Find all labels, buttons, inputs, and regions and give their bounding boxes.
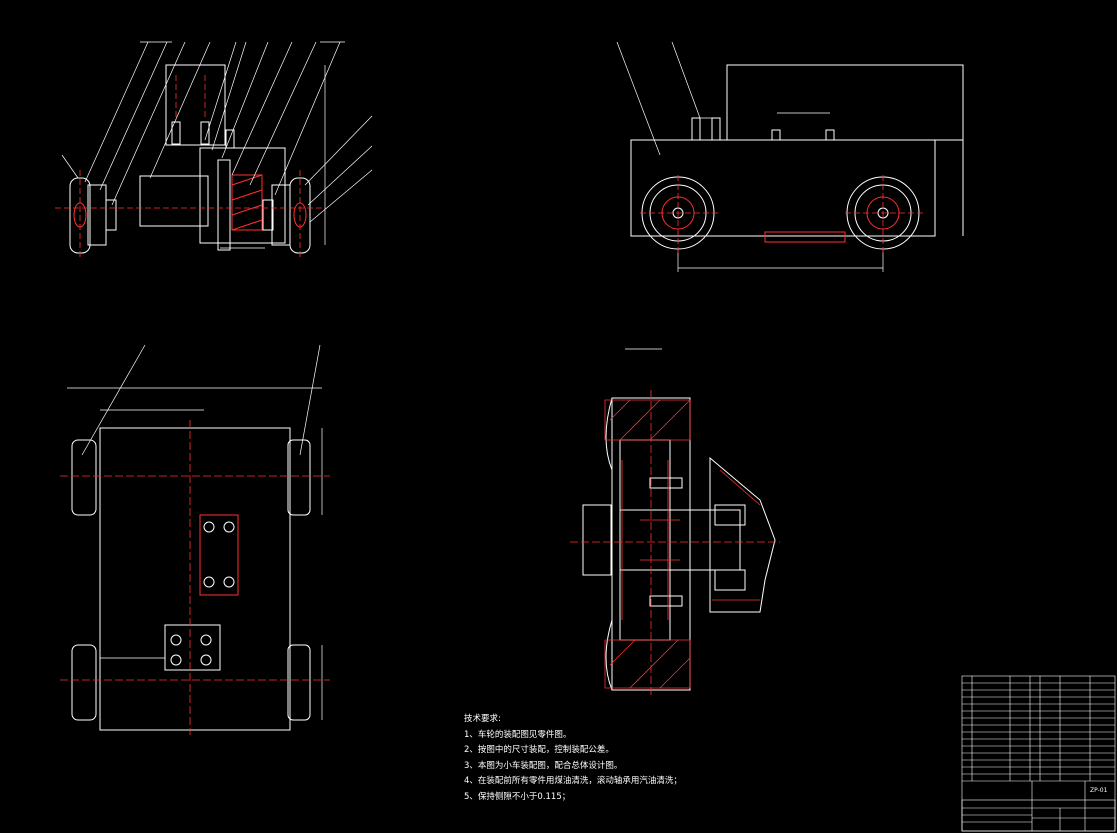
front-view-centerlines [55, 75, 325, 260]
drawing-number: ZP-01 [1090, 787, 1108, 794]
requirement-item: 5、保持侧隙不小于0.115； [464, 791, 571, 802]
top-view [67, 344, 323, 731]
requirement-item: 2、按图中的尺寸装配，控制装配公差。 [464, 745, 614, 755]
requirements-heading: 技术要求: [464, 714, 501, 724]
top-view-centerlines [60, 420, 330, 735]
requirement-item: 4、在装配前所有零件用煤油清洗，滚动轴承用汽油清洗； [464, 776, 682, 786]
technical-requirements: 技术要求: 1、车轮的装配图见零件图。 2、按图中的尺寸装配，控制装配公差。 3… [464, 712, 682, 805]
title-block [961, 675, 1116, 832]
side-view [616, 41, 964, 272]
side-view-centerlines [640, 175, 925, 255]
front-view [61, 41, 373, 254]
wheel-section-view [582, 397, 776, 691]
requirement-item: 1、车轮的装配图见零件图。 [464, 729, 572, 740]
wheel-section-hatch [604, 399, 761, 689]
requirement-item: 3、本图为小车装配图，配合总体设计图。 [464, 760, 623, 771]
front-right-wheel [262, 177, 311, 254]
section-centerlines [570, 390, 780, 695]
front-left-wheel [69, 177, 117, 254]
